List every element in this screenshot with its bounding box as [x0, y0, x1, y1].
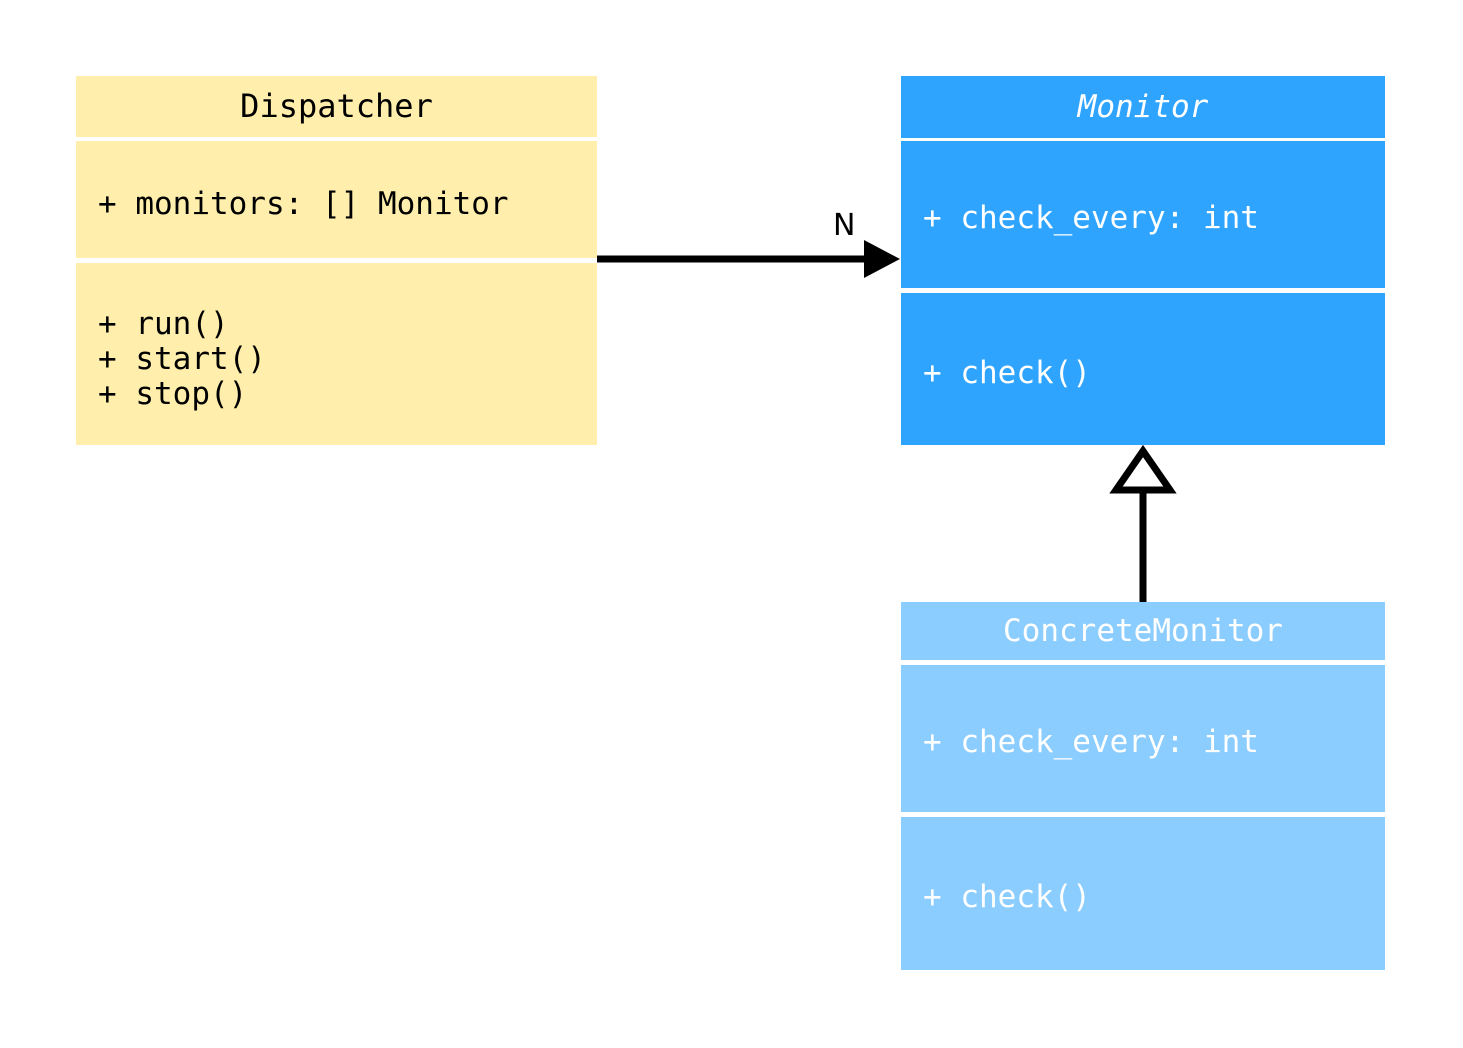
- class-name-monitor: Monitor: [901, 76, 1385, 138]
- association-arrowhead-icon: [864, 240, 900, 278]
- class-box-monitor[interactable]: Monitor + check_every: int + check(): [901, 76, 1385, 445]
- generalization-hollow-triangle-icon: [1109, 444, 1177, 494]
- class-methods-concrete-monitor: + check(): [901, 817, 1385, 970]
- class-methods-monitor: + check(): [901, 293, 1385, 445]
- generalization-concrete-monitor-to-monitor: [1109, 444, 1177, 602]
- class-attributes-monitor: + check_every: int: [901, 141, 1385, 288]
- class-box-dispatcher[interactable]: Dispatcher + monitors: [] Monitor + run(…: [76, 76, 597, 445]
- class-attributes-concrete-monitor: + check_every: int: [901, 665, 1385, 812]
- class-methods-dispatcher: + run() + start() + stop(): [76, 263, 597, 445]
- association-dispatcher-to-monitor: [597, 240, 900, 278]
- class-name-concrete-monitor: ConcreteMonitor: [901, 602, 1385, 660]
- association-multiplicity-label: N: [833, 208, 856, 243]
- class-name-dispatcher: Dispatcher: [76, 76, 597, 137]
- class-attributes-dispatcher: + monitors: [] Monitor: [76, 141, 597, 258]
- class-box-concrete-monitor[interactable]: ConcreteMonitor + check_every: int + che…: [901, 602, 1385, 970]
